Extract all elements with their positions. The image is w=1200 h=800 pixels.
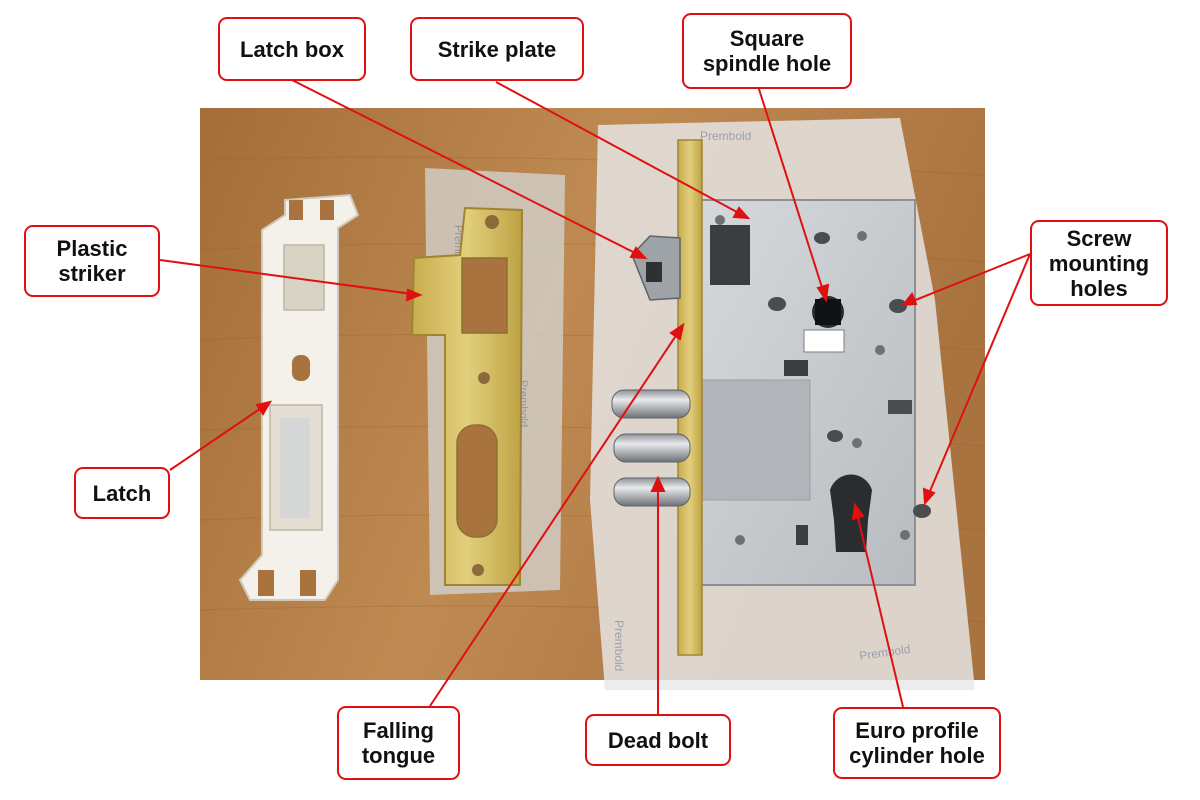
label-square-spindle-hole: Square spindle hole (702, 26, 832, 76)
arrow-falling-tongue (429, 324, 684, 707)
label-latch: Latch (92, 480, 152, 506)
callout-square-spindle-hole: Square spindle hole (682, 13, 852, 89)
arrow-latch (169, 401, 271, 471)
arrow-screw-top (902, 253, 1031, 306)
arrowhead-euro-cylinder (851, 502, 865, 521)
arrowhead-square-spindle (816, 283, 830, 303)
label-falling-tongue: Falling tongue (361, 718, 436, 768)
arrow-latch-box (291, 79, 646, 259)
callout-strike-plate: Strike plate (410, 17, 584, 81)
callout-dead-bolt: Dead bolt (585, 714, 731, 766)
label-plastic-striker: Plastic striker (56, 236, 128, 286)
label-euro-profile-cylinder-hole: Euro profile cylinder hole (849, 718, 985, 768)
callout-euro-profile-cylinder-hole: Euro profile cylinder hole (833, 707, 1001, 779)
label-dead-bolt: Dead bolt (607, 727, 709, 753)
arrow-euro-cylinder (854, 504, 904, 708)
latch-tongue (631, 235, 681, 301)
arrowhead-falling-tongue (669, 322, 685, 341)
arrowhead-strike-plate (732, 206, 751, 220)
label-latch-box: Latch box (240, 36, 344, 62)
arrow-strike-plate (495, 81, 749, 219)
svg-text:Prembold: Prembold (612, 620, 626, 671)
lock-body-part (689, 199, 931, 586)
label-screw-mounting-holes: Screw mounting holes (1048, 225, 1150, 301)
arrow-square-spindle (757, 85, 827, 301)
plastic-striker-part (238, 193, 360, 601)
arrow-plastic-striker (159, 259, 421, 296)
strike-plate-part (410, 206, 524, 586)
callout-screw-mounting-holes: Screw mounting holes (1030, 220, 1168, 306)
arrowhead-screw-top (900, 292, 918, 307)
callout-plastic-striker: Plastic striker (24, 225, 160, 297)
arrowhead-dead-bolt (650, 475, 666, 492)
arrow-screw-bottom (924, 253, 1031, 504)
arrows-layer (159, 79, 1031, 714)
arrowhead-plastic-striker (405, 288, 423, 302)
arrowhead-latch-box (629, 246, 648, 260)
arrowhead-screw-bottom (922, 487, 936, 506)
callout-latch-box: Latch box (218, 17, 366, 81)
callout-falling-tongue: Falling tongue (337, 706, 460, 780)
svg-text:Prembold: Prembold (700, 129, 751, 143)
dead-bolts (611, 389, 691, 507)
callout-latch: Latch (74, 467, 170, 519)
arrowhead-latch (255, 400, 273, 416)
label-strike-plate: Strike plate (437, 36, 557, 62)
